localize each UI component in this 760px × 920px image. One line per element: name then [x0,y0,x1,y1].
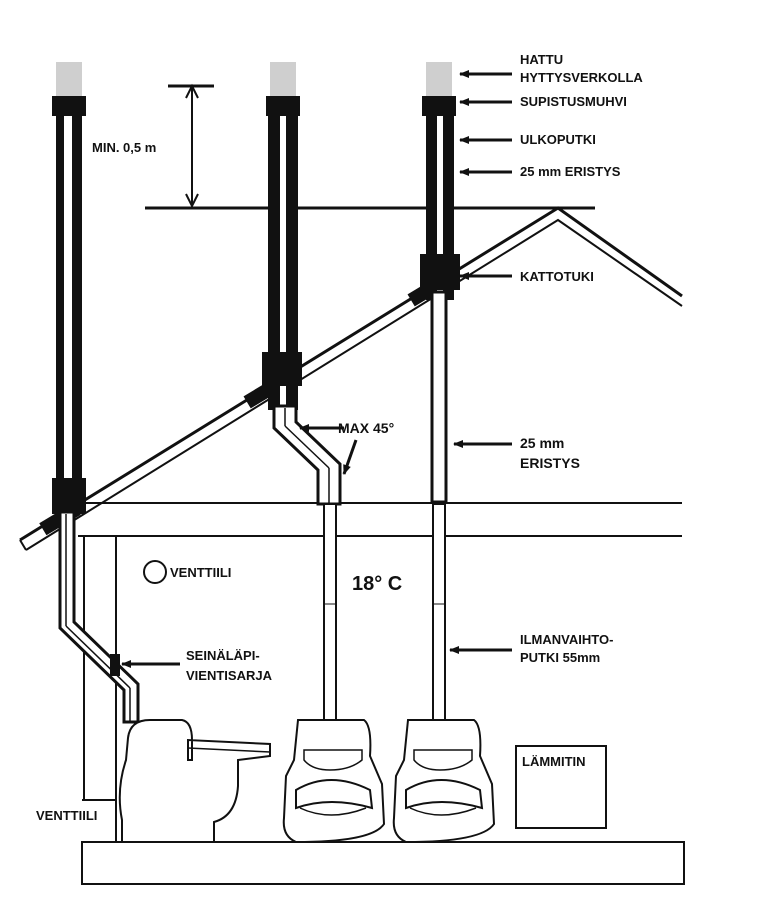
toilet-right [392,719,496,844]
label-min-height: MIN. 0,5 m [92,140,156,155]
label-outer-pipe: ULKOPUTKI [520,132,596,147]
label-wall-kit-line1: SEINÄLÄPI- [186,648,260,663]
pipe-middle [262,62,342,721]
floor [81,841,685,885]
label-valve-wall: VENTTIILI [36,808,97,823]
cap-middle [270,62,296,98]
cap-right [426,62,452,98]
label-cap-line1: HATTU [520,52,563,67]
label-vent-pipe-line1: ILMANVAIHTO- [520,632,613,647]
label-insulation-top: 25 mm ERISTYS [520,164,621,179]
label-roof-support: KATTOTUKI [520,269,594,284]
label-valve-room: VENTTIILI [170,565,231,580]
label-temperature: 18° C [352,573,402,595]
label-max-angle: MAX 45° [338,420,394,436]
roof [19,206,683,551]
label-insulation-mid-line2: ERISTYS [520,455,580,471]
heater [515,745,607,829]
cap-left [56,62,82,98]
label-wall-kit-line2: VIENTISARJA [186,668,273,683]
valve-circle [143,560,167,584]
min-height-dimension [168,83,214,209]
pipe-right [420,62,460,721]
label-vent-pipe-line2: PUTKI 55mm [520,650,600,665]
wall [82,536,117,842]
label-heater: LÄMMITIN [522,754,586,769]
label-insulation-mid-line1: 25 mm [520,435,564,451]
toilet-left [118,719,271,843]
wall-kit-mark [110,654,120,676]
labels: HATTU HYTTYSVERKOLLA SUPISTUSMUHVI ULKOP… [36,52,643,823]
toilet-middle [282,719,386,844]
label-reducer: SUPISTUSMUHVI [520,94,627,109]
label-cap-line2: HYTTYSVERKOLLA [520,70,643,85]
ceiling [78,502,682,537]
pointer-arrows [121,70,512,668]
pipe-left [52,62,140,724]
